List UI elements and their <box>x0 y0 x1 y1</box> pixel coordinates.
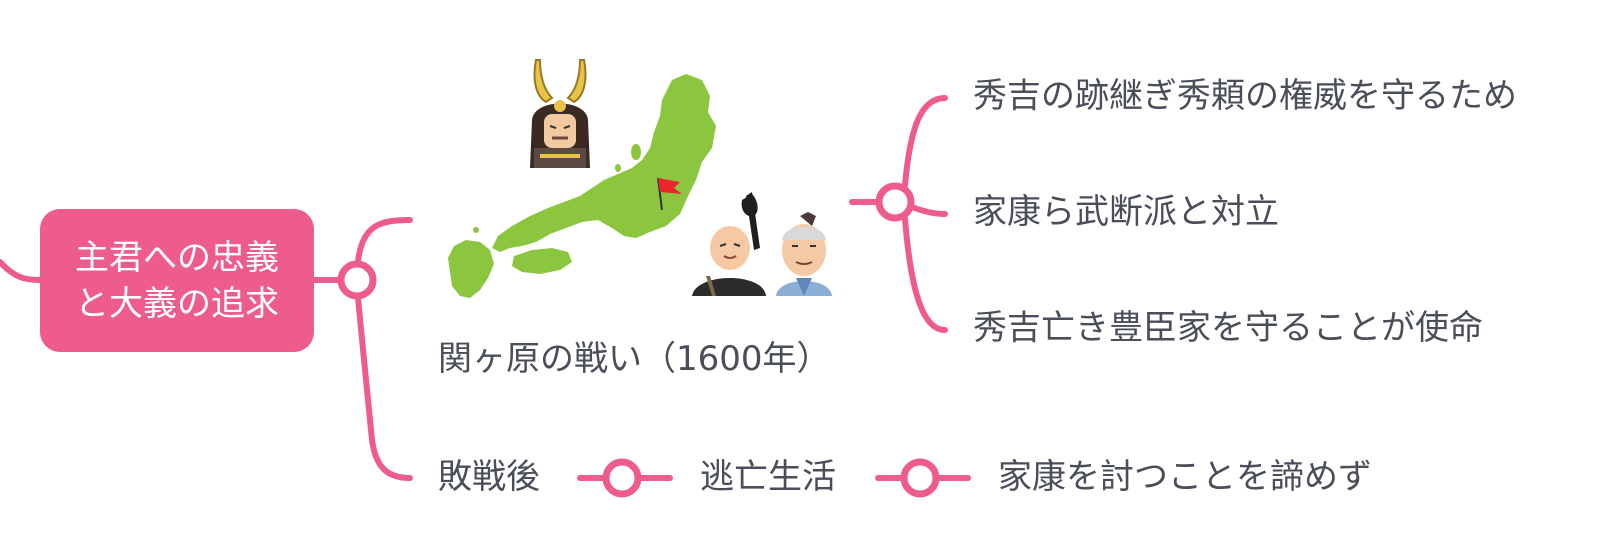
reason-item-2[interactable]: 家康ら武断派と対立 <box>973 192 1279 232</box>
branch-connector-defeat <box>355 295 413 481</box>
reason-connector-3 <box>902 216 948 333</box>
sekigahara-illustration <box>448 59 832 298</box>
retainer-figure-icon <box>776 212 832 296</box>
chain-item-escape[interactable]: 逃亡生活 <box>700 457 836 497</box>
branch-connector-sekigahara <box>355 217 413 265</box>
root-incoming-connector <box>0 259 43 283</box>
chain-item-resolve[interactable]: 家康を討つことを諦めず <box>998 457 1372 497</box>
lord-figure-icon <box>692 192 766 296</box>
root-topic-line2: と大義の追求 <box>75 283 279 324</box>
root-node-circle <box>337 260 377 300</box>
reason-item-1[interactable]: 秀吉の跡継ぎ秀頼の権威を守るため <box>973 76 1517 116</box>
sekigahara-node-circle <box>875 182 915 222</box>
samurai-helmet-icon <box>530 59 590 168</box>
reason-connector-2 <box>909 204 948 217</box>
chain-node-circle-2 <box>900 458 940 498</box>
root-topic[interactable]: 主君への忠義 と大義の追求 <box>40 209 314 352</box>
defeat-label[interactable]: 敗戦後 <box>438 457 540 497</box>
chain-node-circle-1 <box>602 458 642 498</box>
reason-connector-1 <box>902 95 948 188</box>
japan-map-icon <box>448 74 716 298</box>
root-topic-line1: 主君への忠義 <box>75 237 279 278</box>
reason-item-3[interactable]: 秀吉亡き豊臣家を守ることが使命 <box>973 308 1483 348</box>
sekigahara-label[interactable]: 関ヶ原の戦い（1600年） <box>438 339 831 379</box>
red-flag-icon <box>657 177 682 211</box>
